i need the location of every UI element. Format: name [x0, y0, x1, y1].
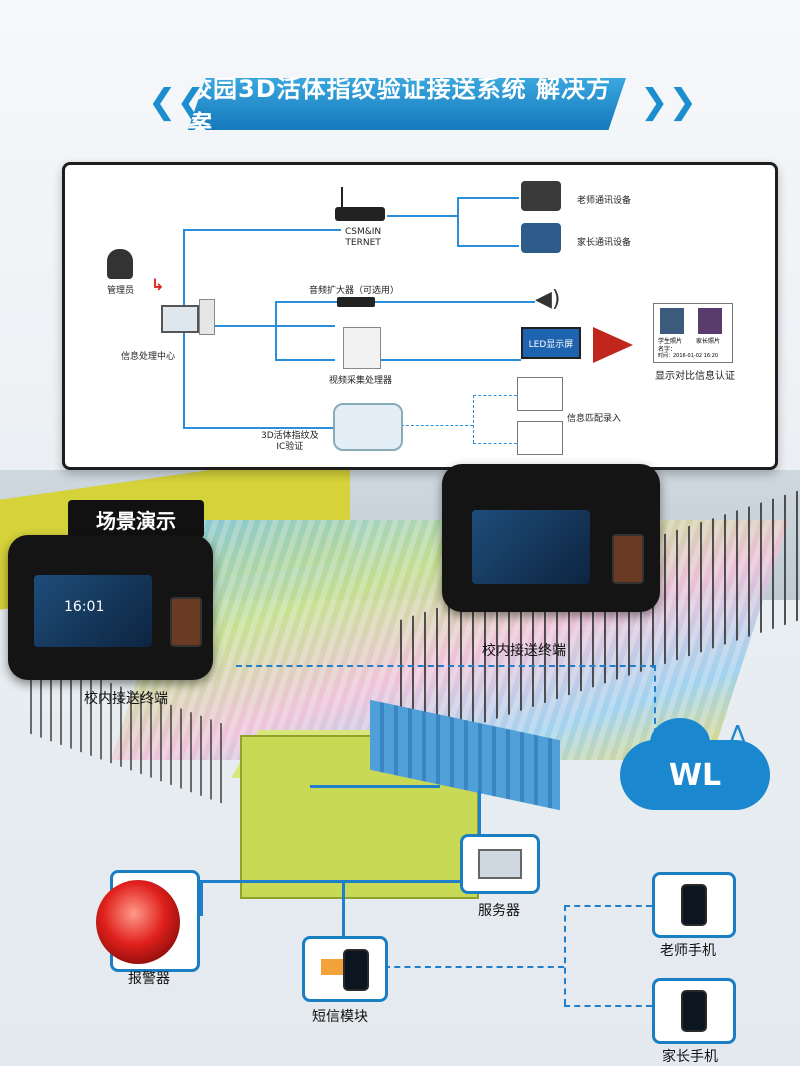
teacher-device-icon: [521, 181, 561, 211]
parent-photo-label: 家长照片: [696, 338, 721, 345]
network-line: [310, 785, 440, 788]
diagram-line: [375, 301, 535, 303]
diagram-line: [457, 197, 459, 247]
parent-phone-box: [652, 978, 736, 1044]
wireless-cloud: WL: [620, 718, 770, 810]
server-label: 服务器: [478, 903, 520, 919]
phone-icon: [343, 949, 369, 991]
verification-card: 学生照片 家长照片 名字： 时间：2016-01-02 16:20: [653, 303, 733, 363]
student-photo: [660, 308, 684, 334]
parent-phone-label: 家长手机: [662, 1049, 718, 1065]
right-terminal-device: [442, 464, 660, 612]
sms-icon: [321, 949, 369, 991]
amplifier-label: 音频扩大器（可选用）: [309, 286, 400, 296]
network-line: [200, 880, 203, 916]
device-time: 16:01: [64, 599, 105, 615]
right-terminal-screen: [472, 510, 590, 584]
teacher-phone-box: [652, 872, 736, 938]
amplifier-icon: [337, 297, 375, 307]
server-icon: [478, 849, 522, 879]
diagram-line: [183, 427, 333, 429]
page-title: 校园3D活体指纹验证接送系统 解决方案: [188, 78, 626, 130]
diagram-dashed-line: [401, 425, 473, 426]
network-dashed-line: [384, 966, 564, 968]
scene-demo-title: 场景演示: [68, 500, 204, 538]
network-line: [342, 880, 345, 936]
left-terminal-screen: 16:01: [34, 575, 152, 647]
alarm-label: 报警器: [128, 971, 170, 987]
router-label: CSM&IN TERNET: [345, 227, 382, 248]
info-match-label: 信息匹配录入: [567, 414, 622, 424]
parent-device-label: 家长通讯设备: [577, 238, 632, 248]
network-dashed-line: [564, 1005, 652, 1007]
diagram-dashed-line: [473, 395, 517, 396]
fingerprint-sensor-icon: [612, 534, 644, 584]
diagram-dashed-line: [473, 395, 474, 443]
diagram-line: [275, 301, 277, 361]
teacher-phone-icon: [681, 884, 707, 926]
right-terminal-label: 校内接送终端: [482, 643, 566, 659]
speaker-icon: ◀): [535, 287, 561, 312]
arrow-icon: ↳: [151, 275, 165, 294]
network-dashed-line: [654, 665, 656, 745]
student-photo-label: 学生照片: [658, 338, 683, 345]
network-dashed-line: [236, 665, 656, 667]
alarm-siren-icon: [96, 880, 180, 964]
led-display: LED显示屏: [521, 327, 581, 359]
diagram-line: [457, 197, 519, 199]
diagram-line: [387, 215, 457, 217]
parent-device-icon: [521, 223, 561, 253]
info-card-1: [517, 377, 563, 411]
envelope-icon: [321, 959, 345, 975]
admin-label: 管理员: [107, 286, 135, 296]
left-terminal-label: 校内接送终端: [84, 691, 168, 707]
chevron-right-icon: ❯❯: [640, 82, 697, 122]
parent-phone-icon: [681, 990, 707, 1032]
sms-box: [302, 936, 388, 1002]
network-dashed-line: [564, 905, 566, 1005]
computer-tower-icon: [199, 299, 215, 335]
server-box: [460, 834, 540, 894]
diagram-line: [457, 245, 519, 247]
router-antenna: [341, 187, 343, 209]
antenna-icon: ⋀: [730, 722, 746, 743]
fingerprint-device-icon: [333, 403, 403, 451]
diagram-line: [275, 301, 337, 303]
display-verify-label: 显示对比信息认证: [655, 371, 735, 382]
network-dashed-line: [564, 905, 652, 907]
fingerprint-sensor-icon: [170, 597, 202, 647]
network-line: [200, 880, 460, 883]
left-terminal-device: 16:01: [8, 535, 213, 680]
info-center-label: 信息处理中心: [121, 352, 176, 362]
red-arrow-icon: [593, 327, 633, 363]
system-diagram: 管理员 ↳ 信息处理中心 CSM&IN TERNET 音频扩大器（可选用） ◀)…: [62, 162, 778, 470]
diagram-line: [183, 229, 341, 231]
name-label: 名字：: [658, 346, 677, 353]
cloud-label: WL: [668, 757, 722, 793]
video-processor-icon: [343, 327, 381, 369]
diagram-line: [381, 359, 521, 361]
router-icon: [335, 207, 385, 221]
info-card-2: [517, 421, 563, 455]
admin-person-icon: [107, 249, 133, 279]
sms-label: 短信模块: [312, 1009, 368, 1025]
teacher-device-label: 老师通讯设备: [577, 196, 632, 206]
time-label: 时间：2016-01-02 16:20: [658, 353, 719, 359]
video-processor-label: 视频采集处理器: [329, 376, 393, 386]
parent-photo: [698, 308, 722, 334]
computer-monitor-icon: [161, 305, 199, 333]
teacher-phone-label: 老师手机: [660, 943, 716, 959]
fingerprint-label: 3D活体指纹及 IC验证: [261, 431, 319, 452]
diagram-dashed-line: [473, 443, 517, 444]
network-line: [478, 790, 481, 840]
diagram-line: [275, 359, 335, 361]
